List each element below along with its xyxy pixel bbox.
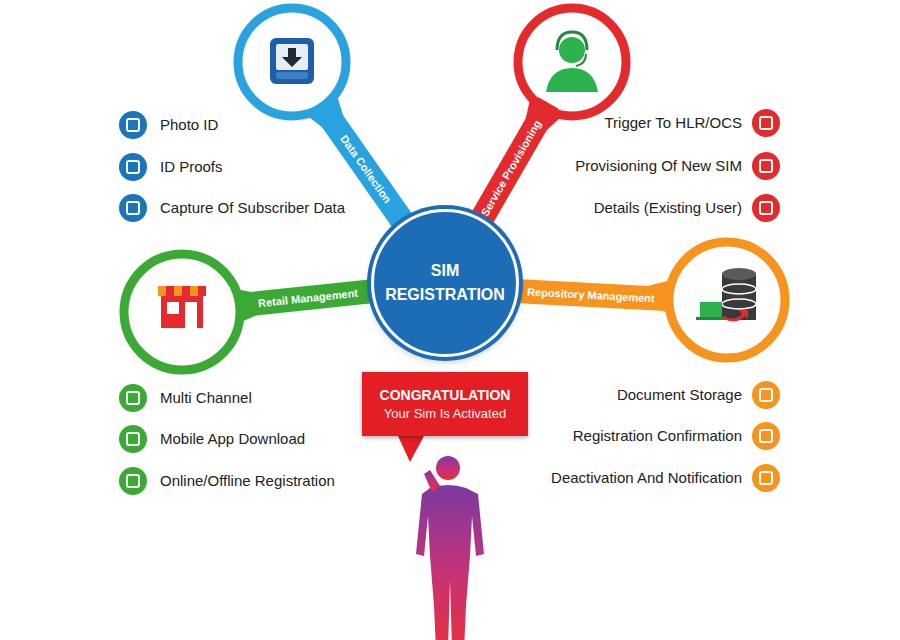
icon-disc — [752, 381, 780, 409]
icon-disc — [119, 467, 147, 495]
icon-disc — [752, 194, 780, 222]
callout-pointer — [398, 436, 424, 462]
icon-glyph — [760, 202, 772, 214]
list-icon — [752, 194, 780, 222]
list-icon — [119, 467, 147, 495]
node-text: CONGRATULATION — [380, 385, 511, 405]
tray-icon — [270, 38, 314, 84]
icon-glyph — [127, 161, 139, 173]
icon-disc — [119, 153, 147, 181]
list-item: Details (Existing User) — [594, 198, 742, 218]
icon-glyph — [127, 119, 139, 131]
icon-disc — [119, 194, 147, 222]
database-icon — [696, 268, 756, 322]
list-icon — [752, 381, 780, 409]
service-circle — [518, 8, 626, 116]
man-silhouette — [416, 456, 484, 640]
list-item: Mobile App Download — [160, 429, 305, 449]
icon-disc — [119, 425, 147, 453]
list-item: Provisioning Of New SIM — [575, 156, 742, 176]
band-label: Service Provisioning — [479, 118, 544, 218]
list-item: Multi Channel — [160, 388, 252, 408]
icon-disc — [752, 422, 780, 450]
list-item: Document Storage — [617, 385, 742, 405]
list-item: Trigger To HLR/OCS — [604, 113, 742, 133]
repository-management-band: Repository Management — [515, 279, 668, 311]
icon-glyph — [127, 433, 139, 445]
icon-glyph — [760, 389, 772, 401]
icon-glyph — [127, 475, 139, 487]
list-item: ID Proofs — [160, 157, 223, 177]
node-text: SIM REGISTRATION — [383, 259, 507, 307]
list-icon — [119, 384, 147, 412]
list-icon — [752, 152, 780, 180]
data-collection-band: Data Collection — [313, 101, 419, 238]
icon-glyph — [760, 430, 772, 442]
icon-glyph — [127, 392, 139, 404]
list-item: Online/Offline Registration — [160, 471, 335, 491]
repository-circle — [669, 242, 785, 358]
sim-registration-hub: SIM REGISTRATION — [371, 209, 519, 357]
list-icon — [752, 422, 780, 450]
node-text: Your Sim Is Activated — [384, 405, 506, 423]
icon-disc — [752, 464, 780, 492]
list-item: Photo ID — [160, 115, 218, 135]
icon-glyph — [760, 117, 772, 129]
icon-disc — [119, 111, 147, 139]
band-label: Repository Management — [527, 286, 655, 305]
list-item: Capture Of Subscriber Data — [160, 198, 345, 218]
shop-icon — [158, 286, 206, 328]
band-label: Retail Management — [258, 287, 359, 309]
icon-glyph — [760, 160, 772, 172]
congratulation-callout: CONGRATULATIONYour Sim Is Activated — [362, 372, 528, 436]
list-icon — [119, 153, 147, 181]
list-icon — [119, 425, 147, 453]
list-icon — [752, 464, 780, 492]
data-collection-circle — [238, 8, 346, 116]
list-icon — [119, 111, 147, 139]
icon-disc — [752, 109, 780, 137]
list-icon — [752, 109, 780, 137]
list-item: Deactivation And Notification — [551, 468, 742, 488]
icon-disc — [752, 152, 780, 180]
list-icon — [119, 194, 147, 222]
list-item: Registration Confirmation — [573, 426, 742, 446]
icon-disc — [119, 384, 147, 412]
band-label: Data Collection — [338, 133, 394, 205]
agent-icon — [546, 32, 598, 92]
retail-circle — [124, 254, 240, 370]
icon-glyph — [760, 472, 772, 484]
retail-management-band: Retail Management — [237, 279, 379, 318]
icon-glyph — [127, 202, 139, 214]
